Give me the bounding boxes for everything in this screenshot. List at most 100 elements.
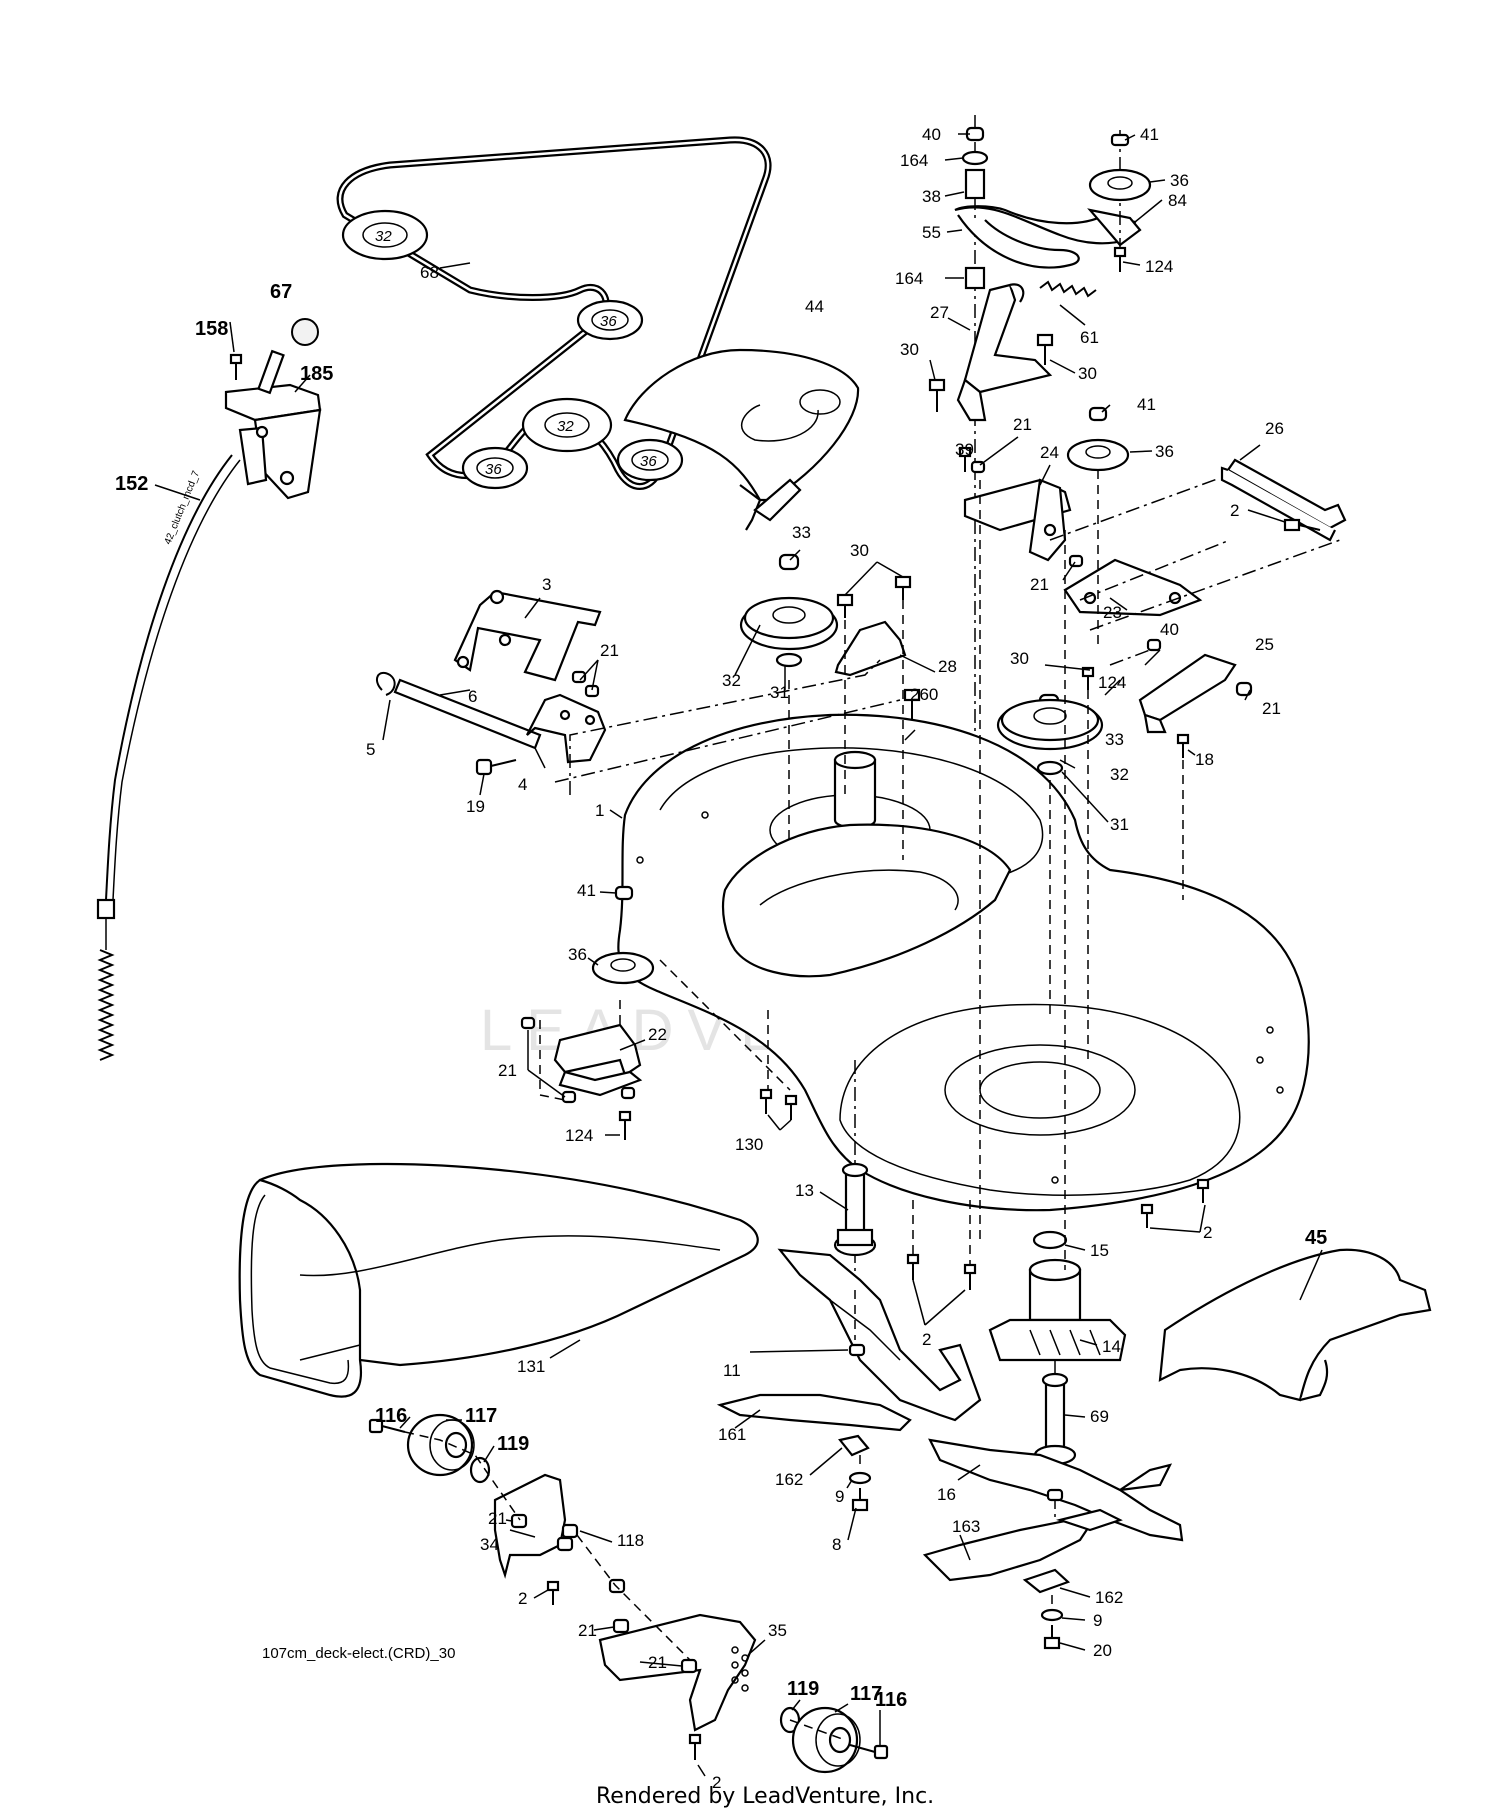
clutch-cable-152: 42_clutch_mcd_7 [96, 454, 241, 1061]
deck-housing-1 [617, 713, 1310, 1212]
callout: 22 [648, 1025, 667, 1044]
callout: 3 [542, 575, 551, 594]
callout: 24 [1040, 443, 1059, 462]
callout: 33 [792, 523, 811, 542]
bolt-30 [928, 333, 1054, 412]
blade-11 [777, 1248, 982, 1422]
blade-guard-45 [1158, 1248, 1432, 1402]
bracket-27 [956, 283, 1053, 422]
bolt-19 [475, 758, 517, 776]
callout: 21 [1030, 575, 1049, 594]
belt-pulley-label: 36 [485, 461, 502, 478]
callout: 30 [850, 541, 869, 560]
bolt-8 [848, 1471, 872, 1512]
callout: 36 [1155, 442, 1174, 461]
bracket-4 [526, 670, 607, 764]
belt-pulley-label: 36 [600, 313, 617, 330]
callout: 32 [722, 671, 741, 690]
callout: 164 [900, 151, 928, 170]
callout: 25 [1255, 635, 1274, 654]
callout: 45 [1305, 1227, 1327, 1249]
bolt-116 [849, 1744, 889, 1760]
callout: 117 [465, 1405, 497, 1427]
callout: 162 [1095, 1588, 1123, 1607]
callout: 31 [770, 683, 789, 702]
pulley-32-right [996, 666, 1104, 776]
callout: 21 [498, 1061, 517, 1080]
callout: 23 [1103, 603, 1122, 622]
callout: 20 [1093, 1641, 1112, 1660]
callout: 131 [517, 1357, 545, 1376]
pulley-36-mid [1066, 406, 1130, 472]
callout: 61 [1080, 328, 1099, 347]
callout: 130 [735, 1135, 763, 1154]
belt-pulley-label: 36 [640, 453, 657, 470]
callout: 19 [466, 797, 485, 816]
callout: 18 [1195, 750, 1214, 769]
callout: 21 [648, 1653, 667, 1672]
callouts: 40 41 164 36 38 84 55 164 124 67 158 185… [115, 125, 1327, 1792]
callout: 36 [568, 945, 587, 964]
footer-credit: Rendered by LeadVenture, Inc. [596, 1784, 934, 1809]
callout: 21 [578, 1621, 597, 1640]
callout: 2 [1230, 501, 1239, 520]
callout: 41 [1140, 125, 1159, 144]
spindle-69 [1033, 1360, 1077, 1530]
bracket-25 [1138, 638, 1253, 758]
bolt-20 [1040, 1608, 1064, 1650]
callout: 185 [300, 363, 333, 385]
callout: 2 [922, 1330, 931, 1349]
callout: 21 [1262, 699, 1281, 718]
callout: 2 [1203, 1223, 1212, 1242]
callout: 117 [850, 1683, 882, 1705]
idler-arm-assembly [954, 115, 1152, 1085]
callout: 15 [1090, 1241, 1109, 1260]
callout: 30 [1078, 364, 1097, 383]
rod-6 [393, 655, 542, 750]
bracket-26 [1220, 458, 1347, 542]
callout: 55 [922, 223, 941, 242]
callout: 41 [577, 881, 596, 900]
callout: 69 [1090, 1407, 1109, 1426]
callout: 28 [938, 657, 957, 676]
knob-67 [291, 318, 319, 346]
wheel-117 [791, 1706, 861, 1774]
callout: 40 [1160, 620, 1179, 639]
nut-118 [561, 1523, 579, 1539]
callout: 38 [922, 187, 941, 206]
pulley-32-left [739, 553, 839, 668]
clip-5 [375, 671, 396, 696]
callout: 44 [805, 297, 824, 316]
callout: 158 [195, 318, 228, 340]
callout: 13 [795, 1181, 814, 1200]
callout: 161 [718, 1425, 746, 1444]
callout: 4 [518, 775, 527, 794]
callout: 21 [600, 641, 619, 660]
bolts-2 [906, 1253, 977, 1290]
callout: 124 [565, 1126, 593, 1145]
bolt-39 [958, 446, 972, 472]
assembly-lines [404, 470, 1341, 1741]
blade-stiffener-162 [838, 1434, 870, 1457]
cable-label: 42_clutch_mcd_7 [163, 469, 203, 546]
callout: 118 [617, 1531, 644, 1550]
callout: 31 [1110, 815, 1129, 834]
leader-lines [154, 133, 1323, 1777]
callout: 39 [955, 440, 974, 459]
callout: 33 [1105, 730, 1124, 749]
spindle-13 [833, 1060, 877, 1290]
callout: 34 [480, 1535, 499, 1554]
belt-cover-44 [623, 348, 860, 531]
callout: 124 [1145, 257, 1173, 276]
bolt-116 [368, 1418, 406, 1434]
callout: 36 [1170, 171, 1189, 190]
callout: 163 [952, 1517, 980, 1536]
callout: 152 [115, 473, 148, 495]
discharge-chute-131 [238, 1162, 759, 1398]
nut-21 [1068, 554, 1084, 568]
callout: 84 [1168, 191, 1187, 210]
clutch-bracket-185 [224, 349, 322, 500]
caster-bracket-34 [493, 1473, 574, 1605]
callout: 67 [270, 281, 292, 303]
